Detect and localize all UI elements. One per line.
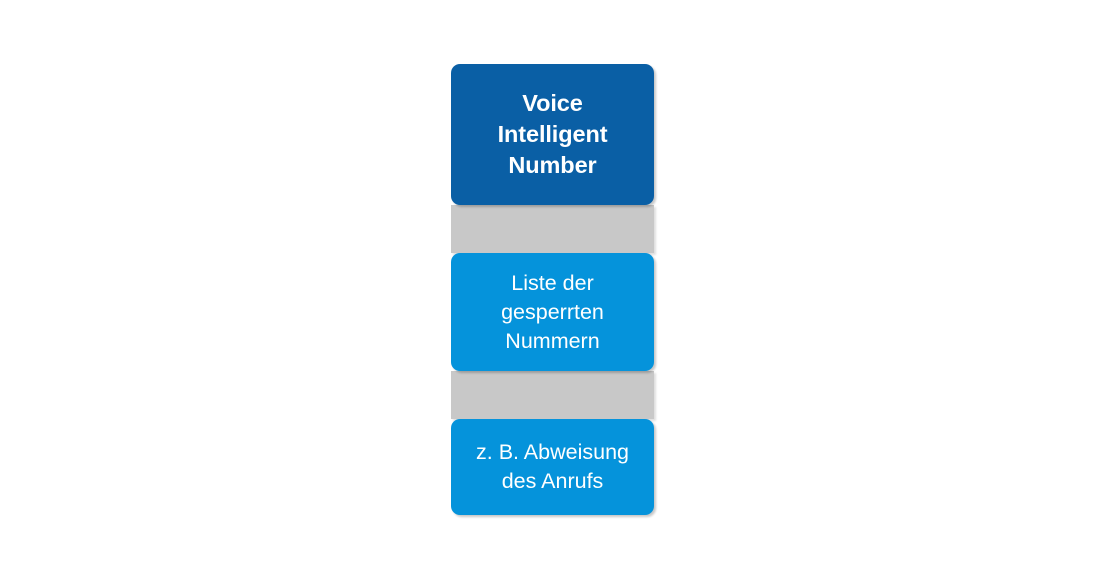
flow-stack: Voice Intelligent Number Liste der gespe… [451,64,654,515]
node-abweisung-des-anrufs[interactable]: z. B. Abweisung des Anrufs [451,419,654,515]
node-voice-intelligent-number-label: Voice Intelligent Number [497,90,608,178]
node-liste-der-gesperrten-nummern[interactable]: Liste der gesperrten Nummern [451,253,654,371]
node-liste-der-gesperrten-nummern-label: Liste der gesperrten Nummern [501,270,604,353]
node-voice-intelligent-number[interactable]: Voice Intelligent Number [451,64,654,205]
connector-root-to-blocked-list [451,205,654,253]
connector-blocked-list-to-example [451,371,654,419]
node-abweisung-des-anrufs-label: z. B. Abweisung des Anrufs [476,440,629,493]
